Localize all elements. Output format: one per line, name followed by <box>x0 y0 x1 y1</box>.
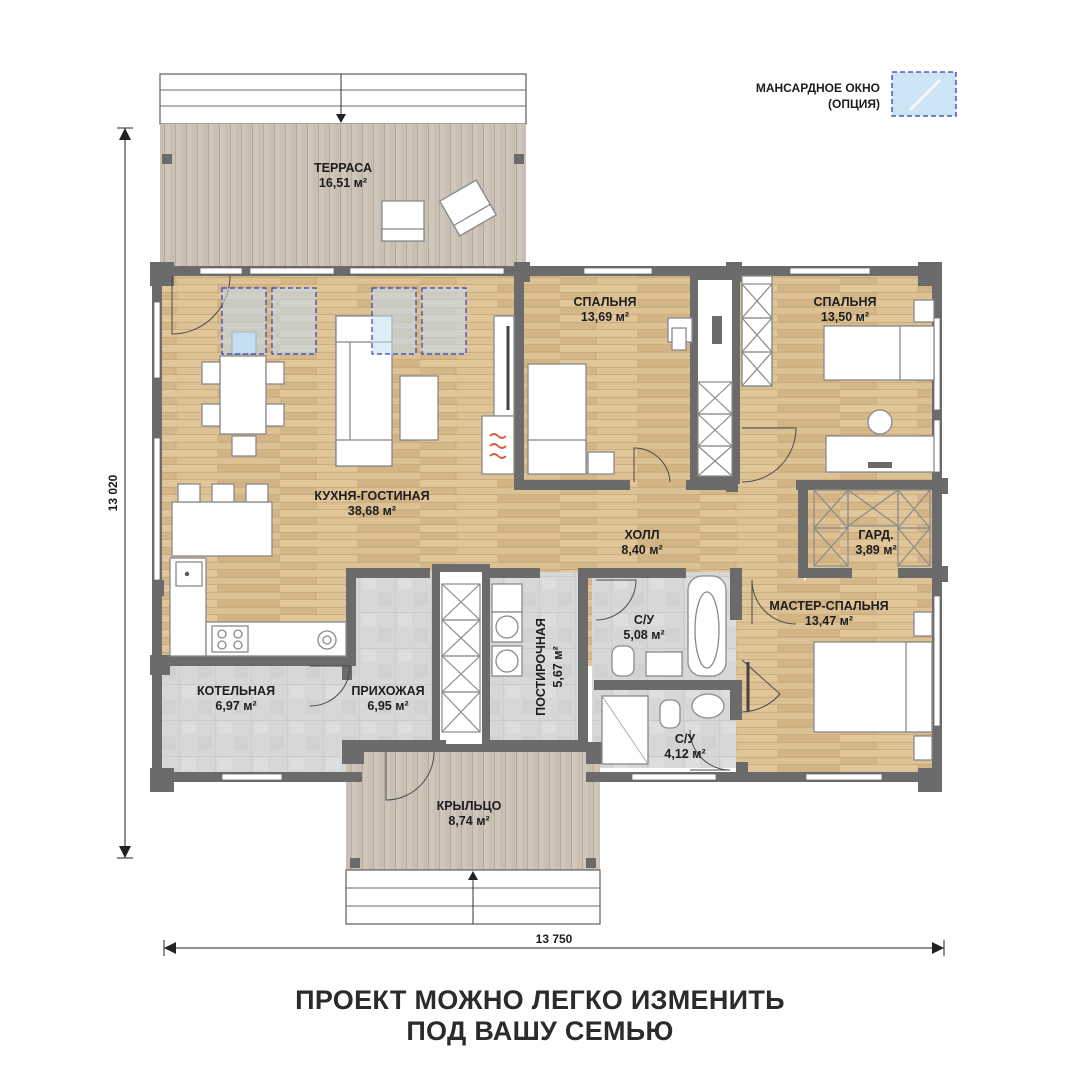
room-area-terrace: 16,51 м² <box>319 176 367 190</box>
room-area-boiler-room: 6,97 м² <box>215 699 256 713</box>
room-name-bedroom-1: СПАЛЬНЯ <box>574 295 637 309</box>
room-name-wardrobe: ГАРД. <box>858 528 893 542</box>
room-area-kitchen-living: 38,68 м² <box>348 504 396 518</box>
room-name-boiler-room: КОТЕЛЬНАЯ <box>197 684 275 698</box>
room-area-hall: 8,40 м² <box>621 543 662 557</box>
room-name-kitchen-living: КУХНЯ-ГОСТИНАЯ <box>314 489 429 503</box>
room-name-terrace: ТЕРРАСА <box>314 161 372 175</box>
height-dimension-label: 13 020 <box>106 474 120 511</box>
room-area-entrance-hall: 6,95 м² <box>367 699 408 713</box>
room-area-porch: 8,74 м² <box>448 814 489 828</box>
caption-line-2: ПОД ВАШУ СЕМЬЮ <box>406 1016 674 1046</box>
door-swings <box>171 275 797 801</box>
furniture <box>169 283 935 765</box>
room-area-bedroom-2: 13,50 м² <box>821 310 869 324</box>
dimension-height: 13 020 <box>106 127 133 859</box>
skylights <box>221 287 467 355</box>
legend-label-line1: МАНСАРДНОЕ ОКНО <box>756 81 880 95</box>
room-name-laundry: ПОСТИРОЧНАЯ <box>534 618 548 716</box>
legend-label-line2: (ОПЦИЯ) <box>828 97 880 111</box>
room-name-bedroom-2: СПАЛЬНЯ <box>814 295 877 309</box>
porch-area <box>345 752 601 925</box>
room-area-laundry: 5,67 м² <box>551 646 565 687</box>
room-area-bathroom-1: 5,08 м² <box>623 628 664 642</box>
caption-line-1: ПРОЕКТ МОЖНО ЛЕГКО ИЗМЕНИТЬ <box>295 985 785 1015</box>
room-area-bathroom-2: 4,12 м² <box>664 747 705 761</box>
room-name-entrance-hall: ПРИХОЖАЯ <box>351 684 424 698</box>
width-dimension-label: 13 750 <box>536 932 573 946</box>
terrace-area <box>159 73 527 272</box>
dimension-width: 13 750 <box>163 932 945 956</box>
room-name-porch: КРЫЛЬЦО <box>437 799 502 813</box>
room-name-bathroom-2: С/У <box>675 732 696 746</box>
windows <box>153 267 941 781</box>
room-area-wardrobe: 3,89 м² <box>855 543 896 557</box>
room-name-hall: ХОЛЛ <box>625 528 660 542</box>
legend: МАНСАРДНОЕ ОКНО (ОПЦИЯ) <box>756 71 957 117</box>
room-labels: ТЕРРАСА 16,51 м² КУХНЯ-ГОСТИНАЯ 38,68 м²… <box>197 161 897 828</box>
room-area-master-bedroom: 13,47 м² <box>805 614 853 628</box>
room-name-master-bedroom: МАСТЕР-СПАЛЬНЯ <box>769 599 888 613</box>
room-name-bathroom-1: С/У <box>634 613 655 627</box>
room-area-bedroom-1: 13,69 м² <box>581 310 629 324</box>
